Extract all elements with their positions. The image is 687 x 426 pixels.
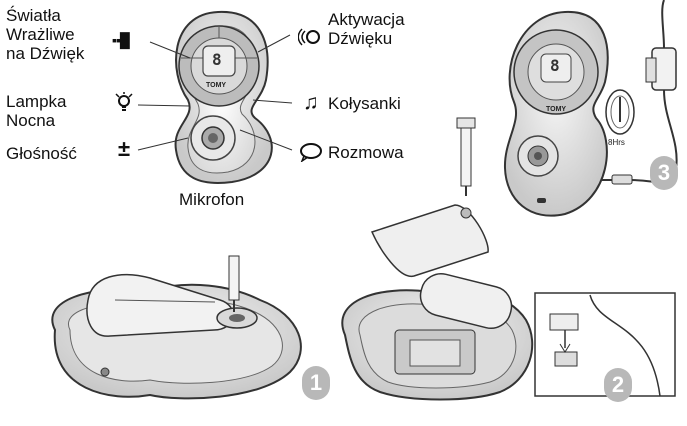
main-device — [174, 10, 273, 184]
label-sound-sensitive-lights: Światła Wrażliwe na Dźwięk — [6, 6, 85, 63]
music-note-icon: ♫ — [303, 91, 319, 114]
step2-illustration — [341, 204, 676, 401]
brand-logo: TOMY — [206, 82, 227, 89]
speech-bubble-icon — [299, 142, 323, 166]
device-charging — [503, 0, 678, 217]
device-display: 8 — [212, 50, 222, 69]
volume-plus-minus-icon: ± — [118, 136, 131, 161]
label-voice-activation: Aktywacja Dźwięku — [328, 10, 405, 48]
voice-activation-icon — [297, 26, 322, 52]
label-microphone: Mikrofon — [179, 190, 245, 209]
timer-label: 8Hrs — [608, 138, 625, 147]
leader-lines — [137, 34, 293, 151]
label-talk: Rozmowa — [328, 143, 404, 162]
device-display-2: 8 — [550, 56, 560, 75]
step-3-badge: 3 — [650, 156, 678, 190]
step1-illustration — [51, 255, 302, 400]
bulb-icon — [114, 92, 134, 118]
screwdriver-icon — [456, 117, 476, 196]
step-2-badge: 2 — [604, 368, 632, 402]
signal-bars-icon: ▪▪█ — [112, 32, 130, 48]
step-1-badge: 1 — [302, 366, 330, 400]
label-volume: Głośność — [6, 144, 77, 163]
label-night-light: Lampka Nocna — [6, 92, 67, 130]
brand-logo-2: TOMY — [546, 106, 567, 113]
label-lullabies: Kołysanki — [328, 94, 401, 113]
